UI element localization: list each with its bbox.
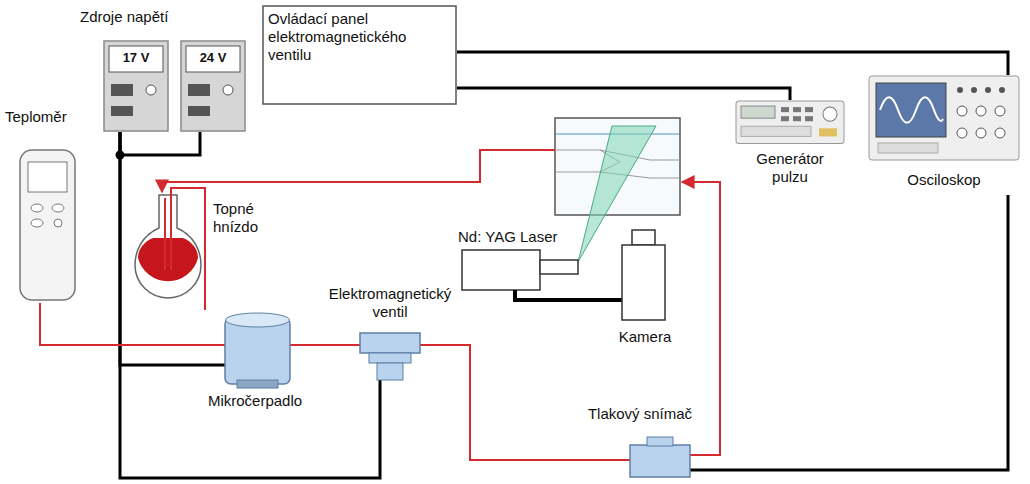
micro-pump: Mikročerpadlo bbox=[200, 310, 310, 415]
node-label: Elektromagnetický ventil bbox=[325, 285, 455, 321]
group-label: Zdroje napětí bbox=[80, 8, 200, 26]
return-tube bbox=[162, 150, 555, 192]
tube-line bbox=[455, 345, 575, 460]
node-label: 24 V bbox=[186, 49, 240, 67]
node-label: Tlakový snímač bbox=[575, 405, 705, 423]
heated-flask: Topné hnízdo bbox=[135, 150, 270, 300]
laser-sheet bbox=[578, 126, 656, 262]
tube-line bbox=[204, 300, 206, 310]
node-label: Topné hnízdo bbox=[213, 200, 268, 236]
tube-line bbox=[40, 303, 200, 345]
node-label: Kamera bbox=[605, 328, 685, 346]
signal-wire bbox=[705, 195, 1008, 470]
oscilloscope: Osciloskop bbox=[868, 75, 1020, 195]
thermometer-drawing bbox=[5, 108, 80, 303]
signal-wire bbox=[120, 132, 200, 365]
node-label: Nd: YAG Laser bbox=[458, 228, 580, 246]
control-panel: Ovládací panel elektromagnetického venti… bbox=[262, 5, 457, 105]
node-label: Teploměr bbox=[5, 108, 80, 126]
node-label: Mikročerpadlo bbox=[200, 392, 310, 410]
solenoid-valve: Elektromagnetický ventil bbox=[325, 285, 455, 380]
thermometer: Teploměr bbox=[5, 108, 80, 303]
signal-wire bbox=[120, 132, 380, 478]
signal-wire bbox=[120, 132, 200, 155]
pressure-sensor: Tlakový snímač bbox=[575, 405, 705, 479]
node-label: 17 V bbox=[109, 49, 163, 67]
node-label: Generátor pulzu bbox=[743, 150, 837, 186]
signal-wire bbox=[457, 88, 790, 100]
tube-line bbox=[310, 344, 325, 346]
power-supply: 24 V bbox=[180, 40, 246, 132]
nd-yag-laser: Nd: YAG Laser bbox=[430, 226, 580, 294]
node-label: Ovládací panel elektromagnetického venti… bbox=[268, 10, 451, 64]
signal-wire bbox=[515, 294, 605, 300]
camera: Kamera bbox=[605, 228, 685, 353]
power-supply: 17 V bbox=[103, 40, 169, 132]
pulse-generator: Generátor pulzu bbox=[735, 100, 845, 189]
signal-wire bbox=[457, 52, 1008, 75]
node-label: Osciloskop bbox=[868, 171, 1020, 189]
